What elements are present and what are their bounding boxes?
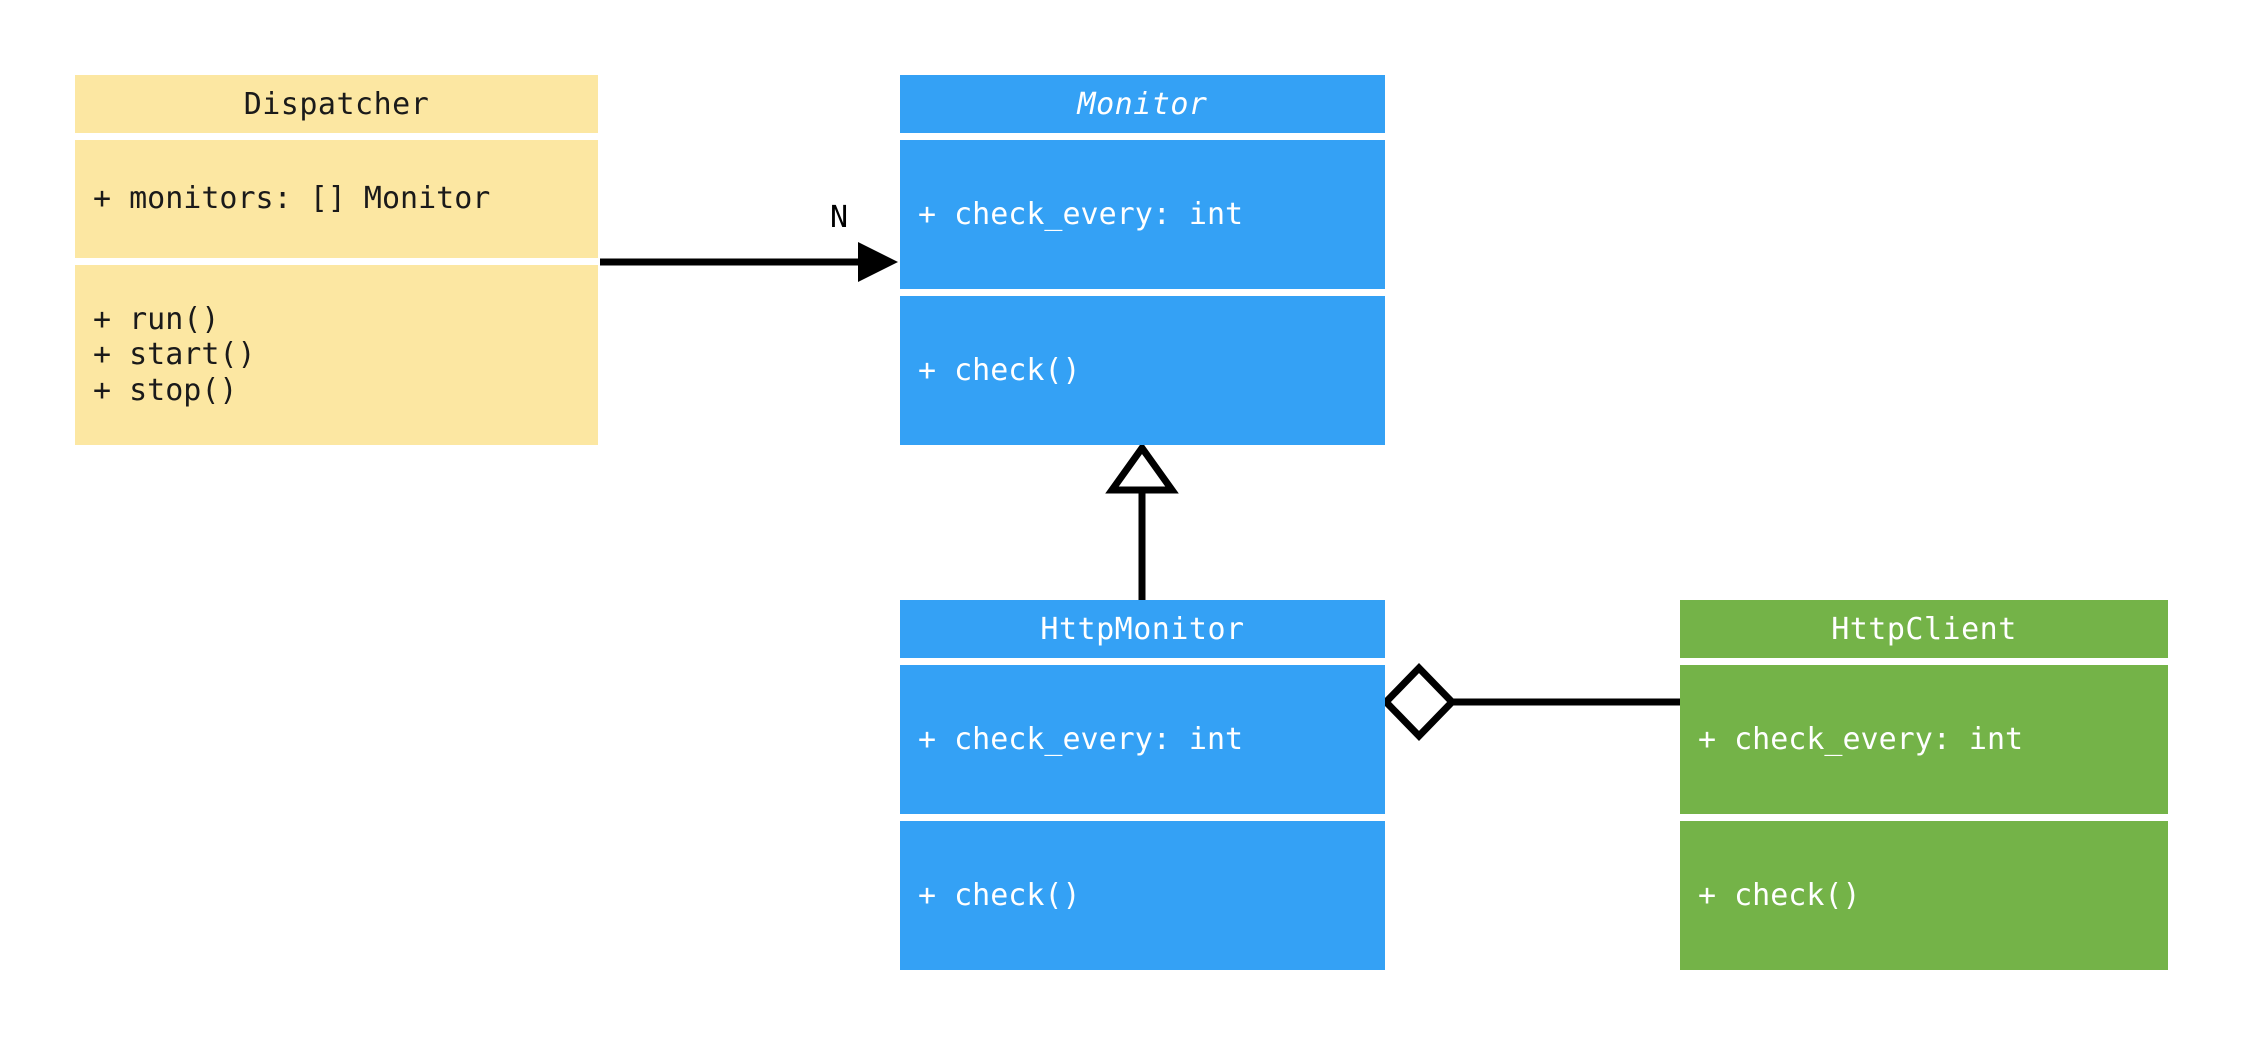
attribute-row: + monitors: [] Monitor	[93, 181, 491, 217]
aggregation-httpmonitor-to-httpclient	[1381, 662, 1680, 742]
class-methods-dispatcher: + run() + start() + stop()	[75, 265, 598, 445]
class-title-httpmonitor: HttpMonitor	[900, 600, 1385, 658]
attribute-row: + check_every: int	[918, 721, 1244, 757]
class-methods-httpclient: + check()	[1680, 821, 2168, 970]
class-box-httpclient[interactable]: HttpClient + check_every: int + check()	[1680, 600, 2168, 970]
generalization-httpmonitor-to-monitor	[1105, 441, 1179, 600]
class-methods-httpmonitor: + check()	[900, 821, 1385, 970]
class-attributes-httpmonitor: + check_every: int	[900, 665, 1385, 814]
class-title-monitor: Monitor	[900, 75, 1385, 133]
attribute-row: + check_every: int	[918, 196, 1244, 232]
hollow-diamond-icon	[1381, 662, 1457, 742]
class-box-monitor[interactable]: Monitor + check_every: int + check()	[900, 75, 1385, 445]
hollow-triangle-arrowhead-icon	[1105, 441, 1179, 494]
method-row: + check()	[1698, 877, 1861, 913]
method-row: + start()	[93, 337, 256, 373]
association-dispatcher-to-monitor	[600, 242, 898, 282]
method-row: + run()	[93, 301, 220, 337]
method-row: + check()	[918, 352, 1081, 388]
class-box-httpmonitor[interactable]: HttpMonitor + check_every: int + check()	[900, 600, 1385, 970]
class-box-dispatcher[interactable]: Dispatcher + monitors: [] Monitor + run(…	[75, 75, 598, 445]
class-attributes-dispatcher: + monitors: [] Monitor	[75, 140, 598, 258]
class-title-dispatcher: Dispatcher	[75, 75, 598, 133]
association-multiplicity-label: N	[830, 200, 849, 235]
class-methods-monitor: + check()	[900, 296, 1385, 445]
class-attributes-monitor: + check_every: int	[900, 140, 1385, 289]
class-attributes-httpclient: + check_every: int	[1680, 665, 2168, 814]
class-title-httpclient: HttpClient	[1680, 600, 2168, 658]
method-row: + check()	[918, 877, 1081, 913]
attribute-row: + check_every: int	[1698, 721, 2024, 757]
filled-triangle-arrowhead-icon	[858, 242, 898, 282]
method-row: + stop()	[93, 372, 238, 408]
